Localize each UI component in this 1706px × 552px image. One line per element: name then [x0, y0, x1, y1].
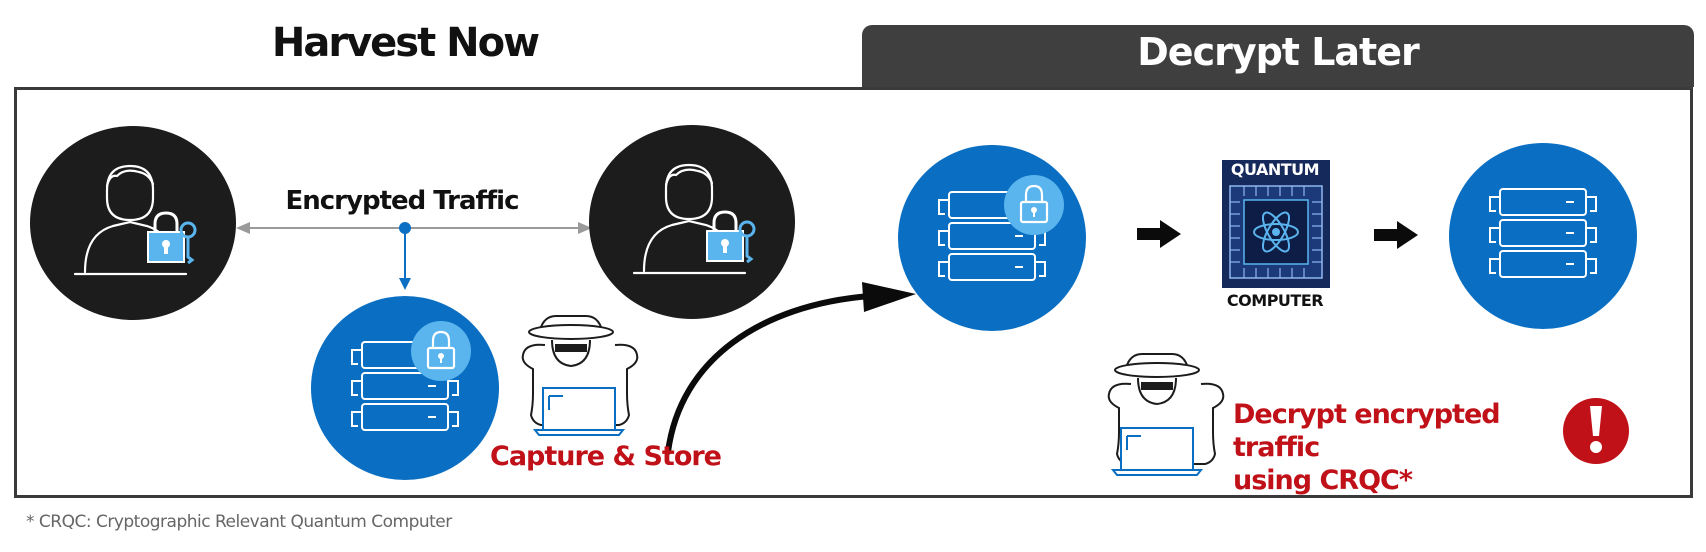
receiver-user-icon — [589, 125, 795, 319]
hacker-icon — [521, 315, 639, 436]
lock-key-icon — [147, 211, 197, 265]
quantum-label: QUANTUM — [1230, 160, 1320, 179]
hacker-icon — [1107, 353, 1225, 476]
laptop-icon — [1110, 427, 1204, 476]
transfer-arrow — [665, 282, 916, 455]
arrow-right-icon — [1137, 220, 1181, 248]
harvest-now-title: Harvest Now — [271, 20, 540, 66]
encrypted-traffic-connector — [236, 222, 592, 290]
crqc-footnote: * CRQC: Cryptographic Relevant Quantum C… — [26, 512, 452, 532]
captured-server-icon — [311, 296, 499, 480]
decrypt-label-line1: Decrypt encrypted traffic — [1233, 399, 1501, 463]
diagram-frame — [14, 87, 1693, 498]
decrypted-server-icon — [1449, 143, 1637, 329]
sender-user-icon — [30, 126, 236, 320]
laptop-icon — [532, 387, 626, 436]
lock-icon — [1004, 175, 1064, 235]
decrypt-traffic-label: Decrypt encrypted traffic using CRQC* — [1233, 398, 1573, 497]
decrypt-label-line2: using CRQC* — [1233, 465, 1413, 496]
atom-icon — [1253, 211, 1299, 253]
quantum-chip-icon — [1222, 160, 1330, 288]
alert-icon — [1563, 398, 1629, 464]
lock-icon — [411, 321, 471, 381]
arrow-right-icon — [1374, 221, 1418, 249]
stored-server-icon — [898, 145, 1086, 331]
decrypt-later-header-bar — [862, 25, 1694, 87]
computer-label: COMPUTER — [1226, 291, 1324, 310]
lock-key-icon — [706, 210, 756, 264]
decrypt-later-title: Decrypt Later — [1137, 30, 1419, 74]
encrypted-traffic-label: Encrypted Traffic — [285, 186, 520, 216]
capture-store-label: Capture & Store — [490, 441, 722, 472]
